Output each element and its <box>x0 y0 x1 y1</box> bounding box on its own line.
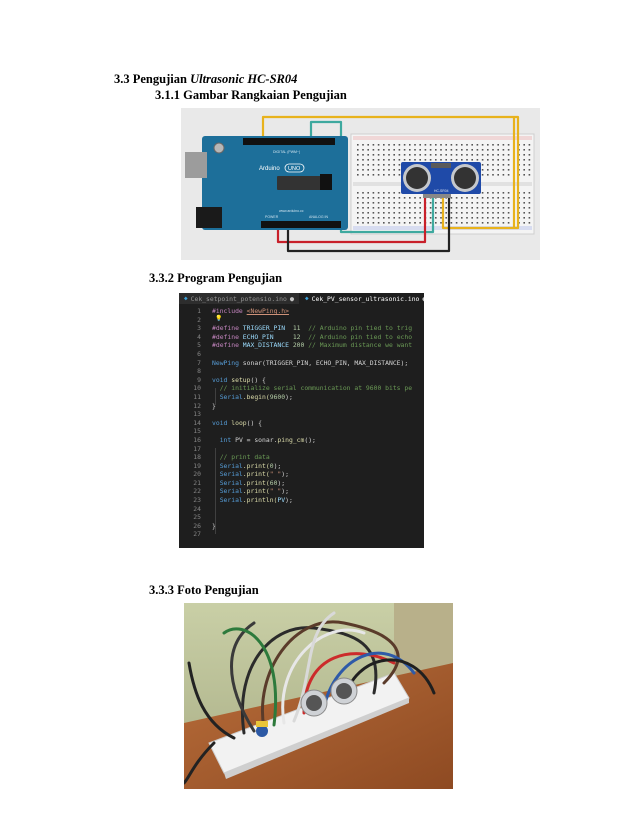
tab-label: Cek_PV_sensor_ultrasonic.ino <box>311 294 420 303</box>
code-line: 4#define ECHO_PIN 12 // Arduino pin tied… <box>197 332 413 341</box>
lightbulb-icon[interactable]: 💡 <box>215 315 223 322</box>
code-line: 12} <box>193 401 216 410</box>
wire-red <box>276 198 427 244</box>
ultrasonic-sensor-photo <box>300 677 358 717</box>
code-line: 27 <box>193 530 201 539</box>
sensor-label: HC-SR04 <box>434 189 449 193</box>
section-heading: 3.3 Pengujian Ultrasonic HC-SR04 <box>114 72 297 87</box>
editor-tab-bar: ◆ Cek_setpoint_potensio.ino ● ◆ Cek_PV_s… <box>179 293 424 304</box>
circuit-diagram: Arduino UNO www.arduino.cc DIGITAL (PWM~… <box>181 108 540 260</box>
code-line: 18 // print data <box>193 453 270 462</box>
board-url: www.arduino.cc <box>279 209 304 213</box>
power-jack <box>196 207 222 228</box>
arduino-file-icon: ◆ <box>305 295 309 302</box>
unsaved-dot-icon[interactable]: ● <box>422 295 424 303</box>
subsection-heading-photo: 3.3.3 Foto Pengujian <box>149 583 259 597</box>
code-line: 1#include <NewPing.h> <box>197 307 289 315</box>
section-heading-italic: Ultrasonic HC-SR04 <box>190 72 298 86</box>
code-line: 26} <box>193 521 216 530</box>
analog-label: ANALOG IN <box>309 215 329 219</box>
digital-header <box>243 138 335 145</box>
board-model: UNO <box>288 166 301 172</box>
ultrasonic-sensor: HC-SR04 <box>401 162 481 198</box>
code-line: 19 Serial.print(0); <box>193 461 282 470</box>
code-line: 15 <box>193 427 201 436</box>
code-line: 3#define TRIGGER_PIN 11 // Arduino pin t… <box>197 324 413 333</box>
code-line: 13 <box>193 410 201 419</box>
reset-button <box>213 142 225 154</box>
code-line: 5#define MAX_DISTANCE 200 // Maximum dis… <box>197 341 413 350</box>
code-line: 2 <box>197 315 201 324</box>
power-label: POWER <box>265 215 279 219</box>
code-line: 21 Serial.print(60); <box>193 478 286 487</box>
mcu-chip <box>277 176 325 190</box>
code-line: 10 // initialize serial communication at… <box>193 384 413 393</box>
arduino-file-icon: ◆ <box>184 295 188 302</box>
section-heading-prefix: 3.3 Pengujian <box>114 72 191 86</box>
code-line: 25 <box>193 513 201 522</box>
tab-cek-pv-sensor[interactable]: ◆ Cek_PV_sensor_ultrasonic.ino ● <box>300 293 424 304</box>
unsaved-dot-icon[interactable]: ● <box>289 294 295 303</box>
wire-yellow <box>261 115 520 230</box>
code-line: 17 <box>193 444 201 453</box>
tab-label: Cek_setpoint_potensio.ino <box>190 294 287 303</box>
code-line: 11 Serial.begin(9600); <box>193 392 293 401</box>
code-line: 22 Serial.print(" "); <box>193 487 289 496</box>
tab-cek-setpoint[interactable]: ◆ Cek_setpoint_potensio.ino ● <box>179 293 301 304</box>
code-editor: ◆ Cek_setpoint_potensio.ino ● ◆ Cek_PV_s… <box>179 293 424 548</box>
subsection-heading-circuit: 3.1.1 Gambar Rangkaian Pengujian <box>155 88 347 102</box>
wire-black <box>286 198 451 253</box>
usb-connector <box>185 152 207 178</box>
code-line: 24 <box>193 504 201 513</box>
digital-label: DIGITAL (PWM~) <box>273 150 300 154</box>
code-area[interactable]: 💡 1#include <NewPing.h> 2 3#define TRIGG… <box>179 304 424 539</box>
arduino-board: Arduino UNO www.arduino.cc DIGITAL (PWM~… <box>185 136 348 230</box>
power-analog-header <box>261 221 341 228</box>
subsection-heading-program: 3.3.2 Program Pengujian <box>149 271 283 285</box>
code-line: 6 <box>197 349 201 358</box>
code-line: 20 Serial.print(" "); <box>193 470 289 479</box>
code-line: 23 Serial.println(PV); <box>193 496 293 505</box>
test-setup-photo <box>184 603 453 789</box>
code-line: 16 int PV = sonar.ping_cm(); <box>193 435 316 444</box>
board-label: Arduino <box>259 166 280 172</box>
code-line: 8 <box>197 367 201 376</box>
